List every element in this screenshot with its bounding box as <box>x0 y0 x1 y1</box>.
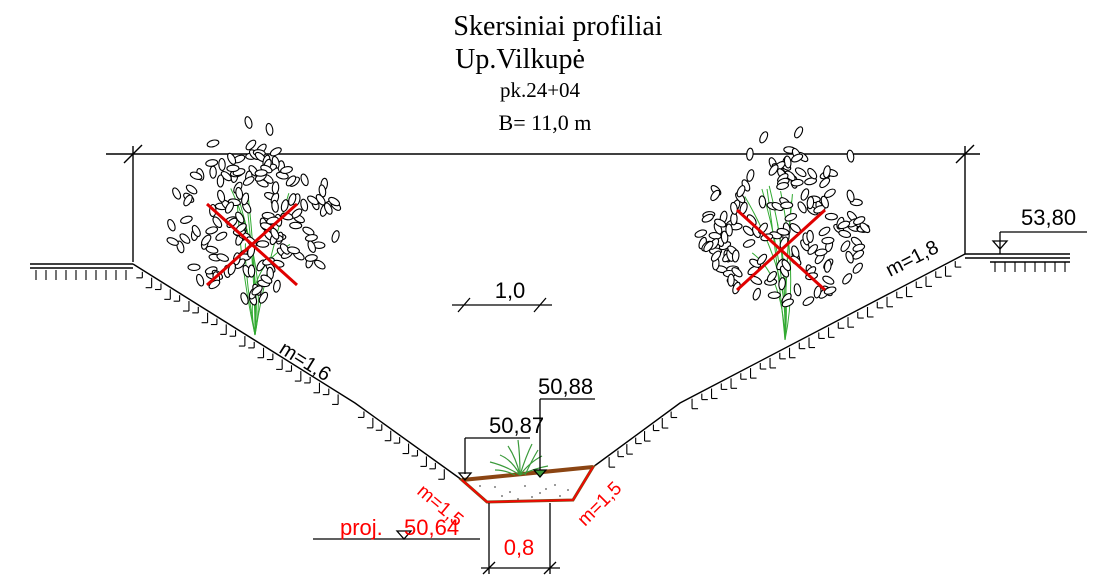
elevation-mark-project <box>313 530 480 540</box>
level-triangle-icon <box>395 530 413 540</box>
tree-icon <box>165 115 343 336</box>
elevation-mark-right-bed <box>532 398 595 478</box>
width-label: B= 11,0 m <box>499 110 592 135</box>
tree-removal-cross-icon <box>205 202 299 287</box>
drawing-title: Skersiniai profiliai <box>453 11 662 42</box>
scale-bar <box>452 297 552 313</box>
level-triangle-icon <box>457 472 473 481</box>
slope-label-right-bank: m=1,8 <box>882 236 942 281</box>
tree-removal-cross-icon <box>735 208 827 292</box>
ground-profile <box>30 253 1070 481</box>
grass-icon <box>489 439 549 476</box>
elevation-left-bed: 50,87 <box>489 413 544 438</box>
channel-bed <box>458 465 596 504</box>
river-name: Up.Vilkupė <box>455 44 585 75</box>
tree-icon <box>693 124 872 341</box>
scale-label: 1,0 <box>495 278 526 303</box>
project-prefix: proj. <box>340 515 383 540</box>
elevation-project: 50,64 <box>404 515 459 540</box>
slope-label-left-bank: m=1,6 <box>275 338 334 386</box>
elevation-mark-left-bed <box>457 437 530 481</box>
bottom-width-dimension <box>481 503 560 575</box>
elevation-right-bed: 50,88 <box>538 374 593 399</box>
level-triangle-icon <box>532 469 548 478</box>
elevation-right-bank: 53,80 <box>1021 205 1076 230</box>
elevation-mark-right-bank <box>991 231 1087 254</box>
level-triangle-icon <box>991 240 1009 250</box>
picket-label: pk.24+04 <box>500 78 581 102</box>
soil-hatching <box>35 261 1066 480</box>
bottom-width-label: 0,8 <box>504 535 535 560</box>
